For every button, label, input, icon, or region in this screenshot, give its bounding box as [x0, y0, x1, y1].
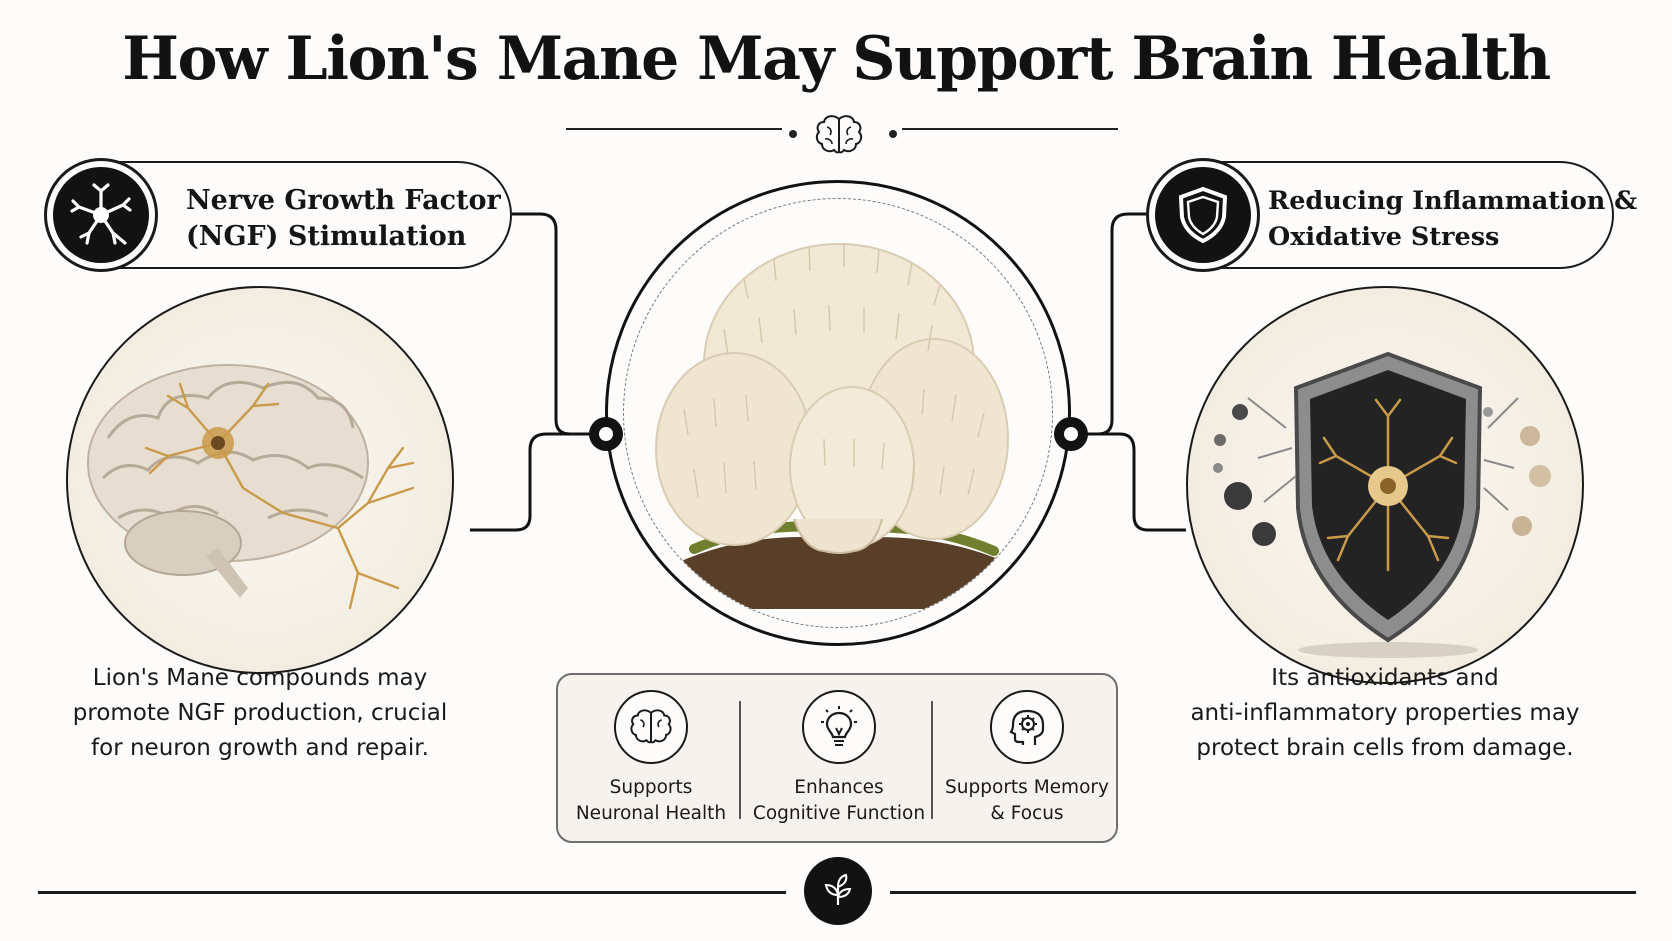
ngf-illustration	[66, 286, 454, 674]
ngf-description: Lion's Mane compounds may promote NGF pr…	[72, 665, 448, 761]
benefit-label: Supports Memory & Focus	[945, 777, 1109, 824]
inflammation-illustration	[1186, 286, 1584, 684]
brain-icon	[815, 115, 863, 154]
bottom-divider-left	[38, 891, 786, 894]
leaf-badge	[804, 857, 872, 925]
benefit-icon-circle	[990, 690, 1064, 764]
lions-mane-mushroom-illustration	[654, 243, 1034, 609]
benefit-label: Supports Neuronal Health	[575, 777, 727, 824]
benefit-separator	[931, 701, 933, 819]
benefit-icon-circle	[614, 690, 688, 764]
ngf-title: Nerve Growth Factor (NGF) Stimulation	[186, 185, 501, 252]
page-title: How Lion's Mane May Support Brain Health	[122, 24, 1551, 94]
sprout-icon	[824, 873, 852, 905]
divider-dot-left	[789, 130, 797, 138]
benefit-memory-focus: Supports Memory & Focus	[934, 675, 1120, 845]
head-gear-icon	[1009, 709, 1045, 745]
mushroom-inner-frame	[623, 198, 1053, 628]
inflammation-badge	[1146, 158, 1260, 272]
benefit-icon-circle	[802, 690, 876, 764]
benefits-panel: Supports Neuronal Health Enhances Cognit…	[556, 673, 1118, 843]
title-divider-right	[902, 128, 1118, 130]
neuron-icon	[70, 183, 132, 245]
ngf-badge	[44, 158, 158, 272]
benefit-neuronal-health: Supports Neuronal Health	[558, 675, 744, 845]
right-connector-node	[1054, 417, 1088, 451]
brain-neuron-illustration	[87, 364, 415, 610]
inflammation-title: Reducing Inflammation & Oxidative Stress	[1268, 186, 1638, 252]
mushroom-frame	[605, 180, 1071, 646]
divider-dot-right	[889, 130, 897, 138]
lightbulb-icon	[821, 706, 857, 746]
shield-icon	[1178, 186, 1228, 244]
shield-illustration	[1213, 351, 1551, 658]
title-divider-left	[566, 128, 782, 130]
brain-icon	[630, 709, 672, 744]
bottom-divider-right	[890, 891, 1636, 894]
benefit-separator	[739, 701, 741, 819]
benefit-cognitive-function: Enhances Cognitive Function	[746, 675, 932, 845]
inflammation-description: Its antioxidants and anti-inflammatory p…	[1190, 665, 1580, 761]
left-connector-node	[589, 417, 623, 451]
benefit-label: Enhances Cognitive Function	[752, 777, 926, 824]
